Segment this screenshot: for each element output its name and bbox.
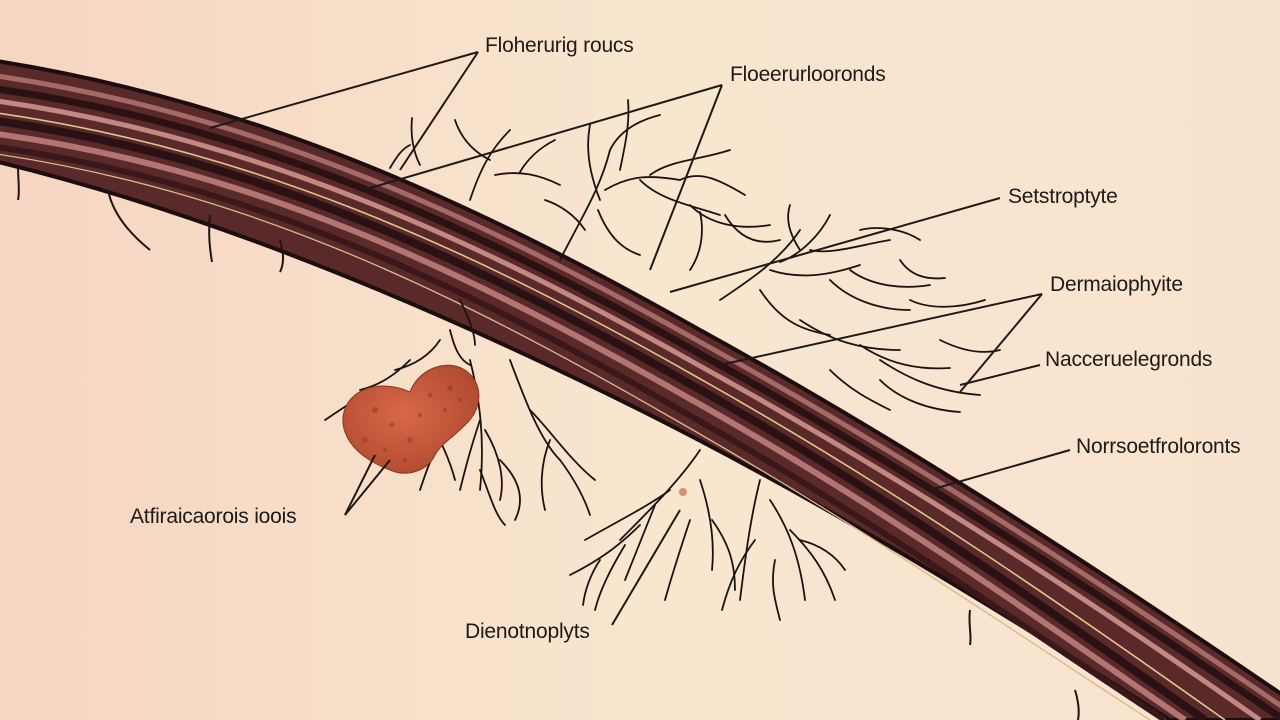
small-rootlets	[17, 164, 1080, 720]
label-left: Atfiraicaorois ioois	[130, 505, 297, 528]
label-middle-right-2: Nacceruelegronds	[1045, 348, 1213, 371]
leader-lines	[209, 51, 1071, 626]
small-red-mark	[679, 488, 687, 496]
label-middle-right-1: Dermaiophyite	[1050, 273, 1183, 296]
label-upper-right: Setstroptyte	[1008, 185, 1118, 208]
label-bottom: Dienotnoplyts	[465, 620, 590, 643]
cell-cluster	[342, 364, 480, 474]
label-lower-right: Norrsoetfroloronts	[1076, 435, 1241, 458]
label-top-right: Floeerurlooronds	[730, 63, 886, 86]
lower-dendrites	[324, 299, 846, 621]
nerve-bundle	[0, 59, 1280, 720]
label-top-left: Floherurig roucs	[485, 34, 634, 57]
